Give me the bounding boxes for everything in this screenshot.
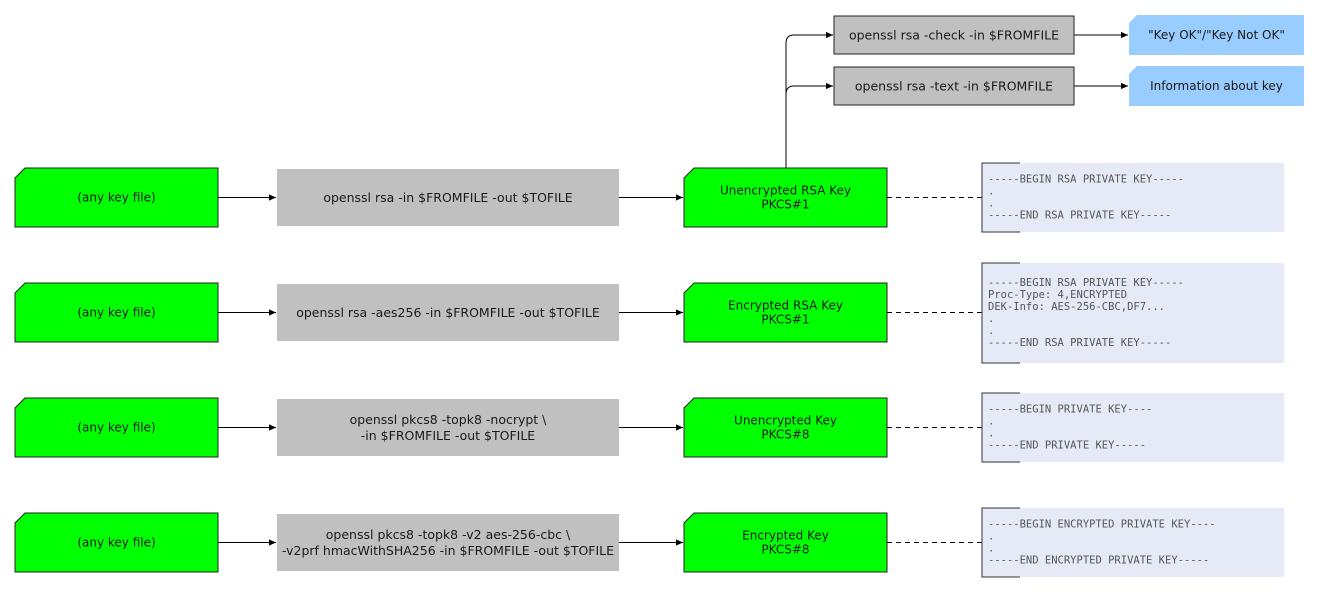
pem-bracket xyxy=(981,507,1020,578)
pem-text-line: Proc-Type: 4,ENCRYPTED xyxy=(988,289,1127,301)
file-shape xyxy=(14,512,219,573)
source-key-file: (any key file) xyxy=(14,282,219,343)
openssl-command-box: openssl pkcs8 -topk8 -nocrypt \-in $FROM… xyxy=(277,399,619,456)
key-check-branch: openssl rsa -check -in $FROMFILE "Key OK"… xyxy=(833,15,1304,55)
file-shape xyxy=(683,397,888,458)
source-label: (any key file) xyxy=(77,306,155,320)
pem-text-line: DEK-Info: AES-256-CBC,DF7... xyxy=(988,301,1165,313)
command-label-line: openssl rsa -aes256 -in $FROMFILE -out $… xyxy=(296,305,600,320)
pem-text-line: . xyxy=(988,325,994,337)
pem-bracket xyxy=(981,392,1020,463)
file-shape xyxy=(14,282,219,343)
output-label-line: PKCS#8 xyxy=(761,428,809,442)
check-result-label: "Key OK"/"Key Not OK" xyxy=(1148,28,1285,42)
openssl-command-box: openssl rsa -aes256 -in $FROMFILE -out $… xyxy=(277,284,619,341)
command-box-shape xyxy=(277,399,619,456)
command-box-shape xyxy=(277,514,619,571)
note-shape xyxy=(1129,15,1304,55)
check-command-box: openssl rsa -text -in $FROMFILE xyxy=(833,66,1075,106)
command-label-line: -in $FROMFILE -out $TOFILE xyxy=(361,428,535,443)
pem-panel-bg xyxy=(982,263,1284,363)
pem-text-line: -----BEGIN ENCRYPTED PRIVATE KEY---- xyxy=(988,519,1216,531)
pem-text-line: -----BEGIN PRIVATE KEY---- xyxy=(988,404,1152,416)
output-label-line: Encrypted Key xyxy=(742,529,829,543)
conversion-row: (any key file) openssl rsa -in $FROMFILE … xyxy=(14,162,1284,233)
note-shape xyxy=(1129,66,1304,106)
pem-text-line: . xyxy=(988,313,994,325)
nodes-layer: (any key file) openssl rsa -in $FROMFILE … xyxy=(14,15,1304,578)
pem-text-line: -----BEGIN RSA PRIVATE KEY----- xyxy=(988,277,1184,289)
check-result-note: Information about key xyxy=(1129,66,1304,106)
command-box-shape xyxy=(277,284,619,341)
check-command-label: openssl rsa -check -in $FROMFILE xyxy=(849,28,1059,43)
pem-bracket xyxy=(981,262,1020,364)
source-label: (any key file) xyxy=(77,536,155,550)
check-result-label: Information about key xyxy=(1150,79,1283,93)
pem-sample-panel: -----BEGIN RSA PRIVATE KEY-----..-----EN… xyxy=(981,162,1284,233)
conversion-row: (any key file) openssl pkcs8 -topk8 -v2 a… xyxy=(14,507,1284,578)
pem-text-line: -----END RSA PRIVATE KEY----- xyxy=(988,337,1171,349)
key-check-branch: openssl rsa -text -in $FROMFILE Informati… xyxy=(833,66,1304,106)
conversion-row: (any key file) openssl pkcs8 -topk8 -nocr… xyxy=(14,392,1284,463)
source-key-file: (any key file) xyxy=(14,167,219,228)
pem-sample-panel: -----BEGIN ENCRYPTED PRIVATE KEY----..--… xyxy=(981,507,1284,578)
command-label-line: openssl rsa -in $FROMFILE -out $TOFILE xyxy=(323,190,572,205)
check-box-shape xyxy=(833,15,1075,55)
command-label-line: openssl pkcs8 -topk8 -nocrypt \ xyxy=(350,412,548,427)
file-shape xyxy=(683,282,888,343)
command-box-shape xyxy=(277,169,619,226)
check-command-label: openssl rsa -text -in $FROMFILE xyxy=(855,79,1053,94)
arrow-output-to-check xyxy=(785,31,833,168)
openssl-command-box: openssl pkcs8 -topk8 -v2 aes-256-cbc \-v… xyxy=(277,514,619,571)
pem-text-line: . xyxy=(988,186,994,198)
openssl-command-box: openssl rsa -in $FROMFILE -out $TOFILE xyxy=(277,169,619,226)
check-box-shape xyxy=(833,66,1075,106)
conversion-row: (any key file) openssl rsa -aes256 -in $F… xyxy=(14,262,1284,364)
file-shape xyxy=(683,167,888,228)
output-label-line: Encrypted RSA Key xyxy=(728,299,843,313)
pem-text-line: -----END ENCRYPTED PRIVATE KEY----- xyxy=(988,555,1209,567)
source-key-file: (any key file) xyxy=(14,512,219,573)
source-label: (any key file) xyxy=(77,191,155,205)
command-label-line: openssl pkcs8 -topk8 -v2 aes-256-cbc \ xyxy=(326,527,571,542)
pem-text-line: -----BEGIN RSA PRIVATE KEY----- xyxy=(988,174,1184,186)
output-label-line: Unencrypted RSA Key xyxy=(720,184,851,198)
command-label-line: -v2prf hmacWithSHA256 -in $FROMFILE -out… xyxy=(282,543,614,558)
pem-text-line: -----END RSA PRIVATE KEY----- xyxy=(988,210,1171,222)
output-label-line: PKCS#1 xyxy=(761,313,809,327)
pem-text-line: . xyxy=(988,416,994,428)
source-label: (any key file) xyxy=(77,421,155,435)
pem-panel-bg xyxy=(982,163,1284,232)
pem-panel-bg xyxy=(982,393,1284,462)
pem-bracket xyxy=(981,162,1020,233)
check-command-box: openssl rsa -check -in $FROMFILE xyxy=(833,15,1075,55)
pem-text-line: . xyxy=(988,198,994,210)
pem-sample-panel: -----BEGIN PRIVATE KEY----..-----END PRI… xyxy=(981,392,1284,463)
output-label-line: PKCS#8 xyxy=(761,543,809,557)
source-key-file: (any key file) xyxy=(14,397,219,458)
file-shape xyxy=(683,512,888,573)
file-shape xyxy=(14,397,219,458)
pem-text-line: . xyxy=(988,543,994,555)
file-shape xyxy=(14,167,219,228)
pem-text-line: . xyxy=(988,531,994,543)
output-label-line: Unencrypted Key xyxy=(734,414,837,428)
pem-text-line: . xyxy=(988,428,994,440)
edges-layer xyxy=(218,31,1128,546)
arrow-output-to-check xyxy=(785,82,833,168)
pem-text-line: -----END PRIVATE KEY----- xyxy=(988,440,1146,452)
check-result-note: "Key OK"/"Key Not OK" xyxy=(1129,15,1304,55)
pem-sample-panel: -----BEGIN RSA PRIVATE KEY-----Proc-Type… xyxy=(981,262,1284,364)
output-label-line: PKCS#1 xyxy=(761,198,809,212)
pem-panel-bg xyxy=(982,508,1284,577)
